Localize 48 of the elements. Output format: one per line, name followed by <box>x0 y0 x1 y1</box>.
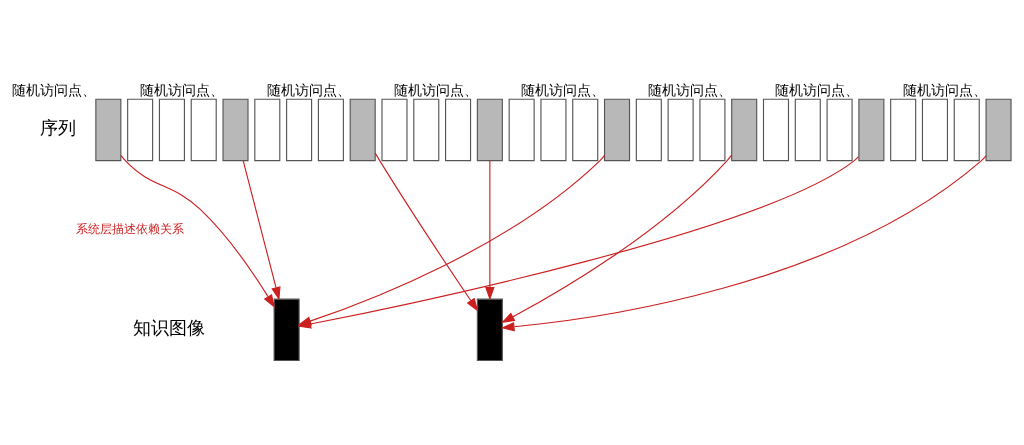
arrow <box>374 152 479 312</box>
node-box <box>540 98 567 162</box>
node-box <box>127 98 154 162</box>
node-label: 随机访问点、 <box>521 82 606 99</box>
node-box <box>413 98 440 162</box>
arrow <box>242 160 281 301</box>
node-box <box>445 98 472 162</box>
node-box <box>985 98 1012 162</box>
node-box <box>921 98 949 162</box>
node-label: 随机访问点、 <box>775 82 860 99</box>
node-box <box>254 98 281 162</box>
node-box <box>731 98 758 162</box>
node-box <box>286 98 313 162</box>
node-box <box>273 298 300 362</box>
arrow <box>500 155 987 332</box>
node-box <box>858 98 885 162</box>
node-label: 随机访问点、 <box>648 82 733 99</box>
node-box <box>572 98 599 162</box>
arrow <box>120 154 275 309</box>
node-box <box>603 98 631 162</box>
node-box <box>699 98 726 162</box>
label: 系统层描述依赖关系 <box>75 221 184 237</box>
label: 序列 <box>40 117 77 139</box>
node-box <box>476 98 503 162</box>
node-box <box>190 98 217 162</box>
node-label: 随机访问点、 <box>902 82 987 99</box>
node-box <box>476 298 503 362</box>
node-box <box>95 98 122 162</box>
arrow <box>501 154 733 324</box>
node-box <box>953 98 980 162</box>
arrow <box>485 160 495 301</box>
node-box <box>222 98 249 162</box>
node-box <box>762 98 790 162</box>
node-label: 随机访问点、 <box>139 82 224 99</box>
node-label: 随机访问点、 <box>12 82 97 99</box>
node-box <box>508 98 535 162</box>
node-box <box>667 98 694 162</box>
node-box <box>890 98 917 162</box>
node-box <box>635 98 662 162</box>
node-box <box>794 98 821 162</box>
node-box <box>158 98 185 162</box>
node-box <box>826 98 853 162</box>
label: 知识图像 <box>132 317 205 339</box>
node-label: 随机访问点、 <box>393 82 478 99</box>
node-label: 随机访问点、 <box>266 82 351 99</box>
node-box <box>381 98 408 162</box>
node-box <box>349 98 376 162</box>
node-box <box>317 98 344 162</box>
